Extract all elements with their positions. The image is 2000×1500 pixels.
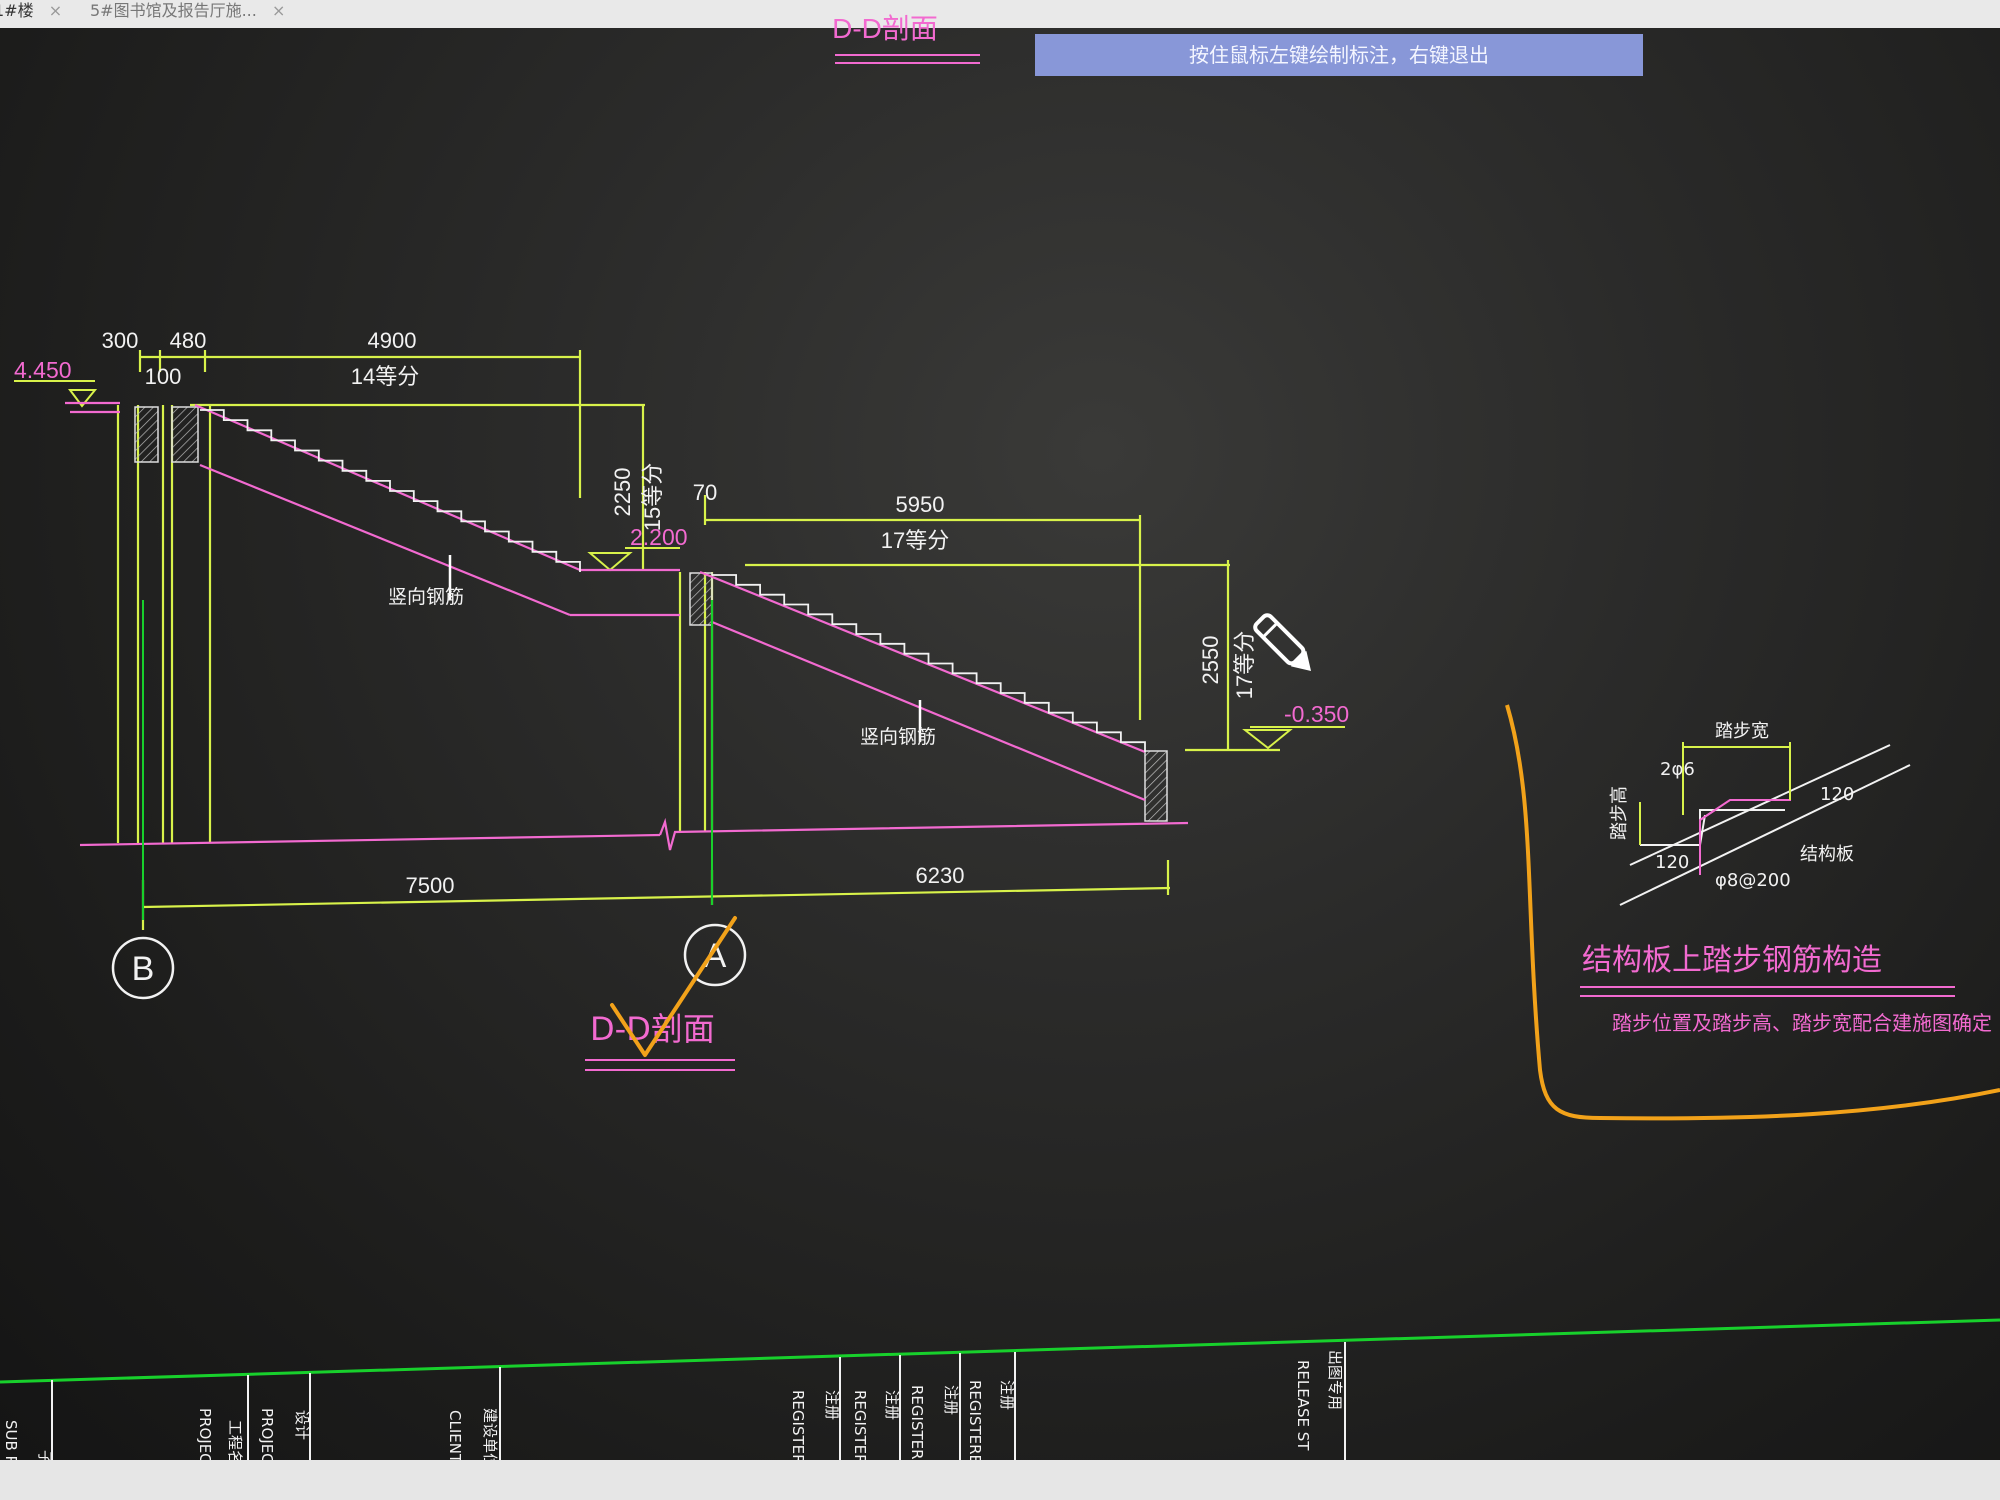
rebar-labels: 竖向钢筋 竖向钢筋: [388, 586, 936, 748]
tb-reg4: 注册: [998, 1380, 1016, 1410]
dim-7500: 7500: [406, 873, 455, 898]
tb-design: 设计: [293, 1410, 311, 1440]
tb-sub-project-en: SUB PRO: [2, 1420, 20, 1470]
stair-steps-lower: [712, 574, 1146, 752]
detail-step-width: 踏步宽: [1715, 721, 1769, 742]
tb-release: 出图专用: [1326, 1350, 1344, 1410]
stair-steps-upper: [200, 409, 581, 572]
dimension-texts: 300 480 100 4900 14等分 2250 15等分 70 5950 …: [102, 328, 1257, 898]
close-tab-icon[interactable]: ×: [271, 1, 286, 20]
tb-reg3-en: REGISTERED: [908, 1385, 926, 1470]
command-tooltip: 按住鼠标左键绘制标注，右键退出: [1035, 34, 1643, 76]
level-markers: [14, 380, 1345, 750]
dimension-lines: [116, 350, 1280, 930]
dim-70: 70: [693, 480, 717, 505]
title-block: 子项名称 SUB PRO 工程名称 PROJECT N 设计 PROJECT 建…: [0, 1318, 2000, 1470]
dim-steps-17: 17等分: [881, 528, 949, 553]
rebar-label-1: 竖向钢筋: [388, 586, 464, 608]
dim-6230: 6230: [916, 863, 965, 888]
dim-2250: 2250: [610, 468, 635, 517]
dim-steps-15: 15等分: [640, 463, 665, 531]
dim-480: 480: [170, 328, 207, 353]
section-top-title: D-D剖面: [832, 13, 938, 44]
tb-client: 建设单位: [481, 1408, 499, 1468]
detail-note: 踏步位置及踏步高、踏步宽配合建施图确定: [1612, 1011, 1992, 1035]
dim-300: 300: [102, 328, 139, 353]
level-minus-0350: -0.350: [1284, 701, 1349, 727]
detail-labels: 踏步宽 踏步高 2φ6 120 120 φ8@200 结构板: [1609, 721, 1854, 891]
level-2200: 2.200: [630, 524, 688, 550]
dim-2550: 2550: [1198, 636, 1223, 685]
tb-reg4-en: REGISTERED: [966, 1380, 984, 1470]
dim-5950: 5950: [896, 492, 945, 517]
tab-bar: 1#楼 × 5#图书馆及报告厅施... ×: [0, 0, 2000, 28]
detail-rebar-lines: [1699, 752, 1791, 875]
detail-dimension-lines: [1639, 742, 1791, 845]
level-4450: 4.450: [14, 357, 72, 383]
tb-release-en: RELEASE ST: [1294, 1360, 1312, 1451]
check-mark-annotation: [610, 916, 737, 1057]
level-texts: 4.450 2.200 -0.350: [14, 357, 1349, 727]
detail-step-height: 踏步高: [1609, 786, 1630, 840]
detail-title: 结构板上踏步钢筋构造: [1582, 943, 1882, 978]
detail-cloud-outline: [1505, 704, 2000, 1121]
tab-previous[interactable]: 1#楼 ×: [0, 1, 63, 20]
detail-dim-120a: 120: [1820, 784, 1854, 805]
tb-project: 工程名称: [226, 1420, 244, 1470]
tb-design-en: PROJECT: [258, 1408, 276, 1470]
detail-rebar-phi8: φ8@200: [1715, 870, 1791, 891]
axis-label-a: A: [704, 937, 727, 975]
tb-client-en: CLIENT: [446, 1410, 464, 1464]
tb-reg2: 注册: [883, 1390, 901, 1420]
tb-project-en: PROJECT N: [196, 1408, 214, 1470]
beam-sections: [134, 406, 1168, 822]
detail-dim-120b: 120: [1655, 852, 1689, 873]
dim-4900: 4900: [368, 328, 417, 353]
tb-reg1: 注册: [823, 1390, 841, 1420]
detail-step-drawing: [1619, 744, 1911, 906]
detail-slab-label: 结构板: [1800, 844, 1854, 865]
tb-reg3: 注册: [942, 1385, 960, 1415]
pencil-cursor-icon: [1253, 613, 1312, 672]
axis-label-b: B: [132, 950, 155, 988]
tb-reg2-en: REGISTERED: [851, 1390, 869, 1470]
dim-100: 100: [145, 364, 182, 389]
tab-drawing[interactable]: 5#图书馆及报告厅施... ×: [90, 0, 285, 28]
tab-label: 5#图书馆及报告厅施...: [90, 1, 257, 20]
axis-bubble-b[interactable]: B: [111, 936, 175, 1000]
status-bar: [0, 1460, 2000, 1500]
dim-steps-14: 14等分: [351, 364, 419, 389]
dim-steps-17v: 17等分: [1232, 631, 1257, 699]
detail-rebar-2phi6: 2φ6: [1660, 759, 1695, 780]
rebar-label-2: 竖向钢筋: [860, 726, 936, 748]
tb-reg1-en: REGISTERED P: [789, 1390, 807, 1470]
axis-bubble-a[interactable]: A: [683, 923, 747, 987]
